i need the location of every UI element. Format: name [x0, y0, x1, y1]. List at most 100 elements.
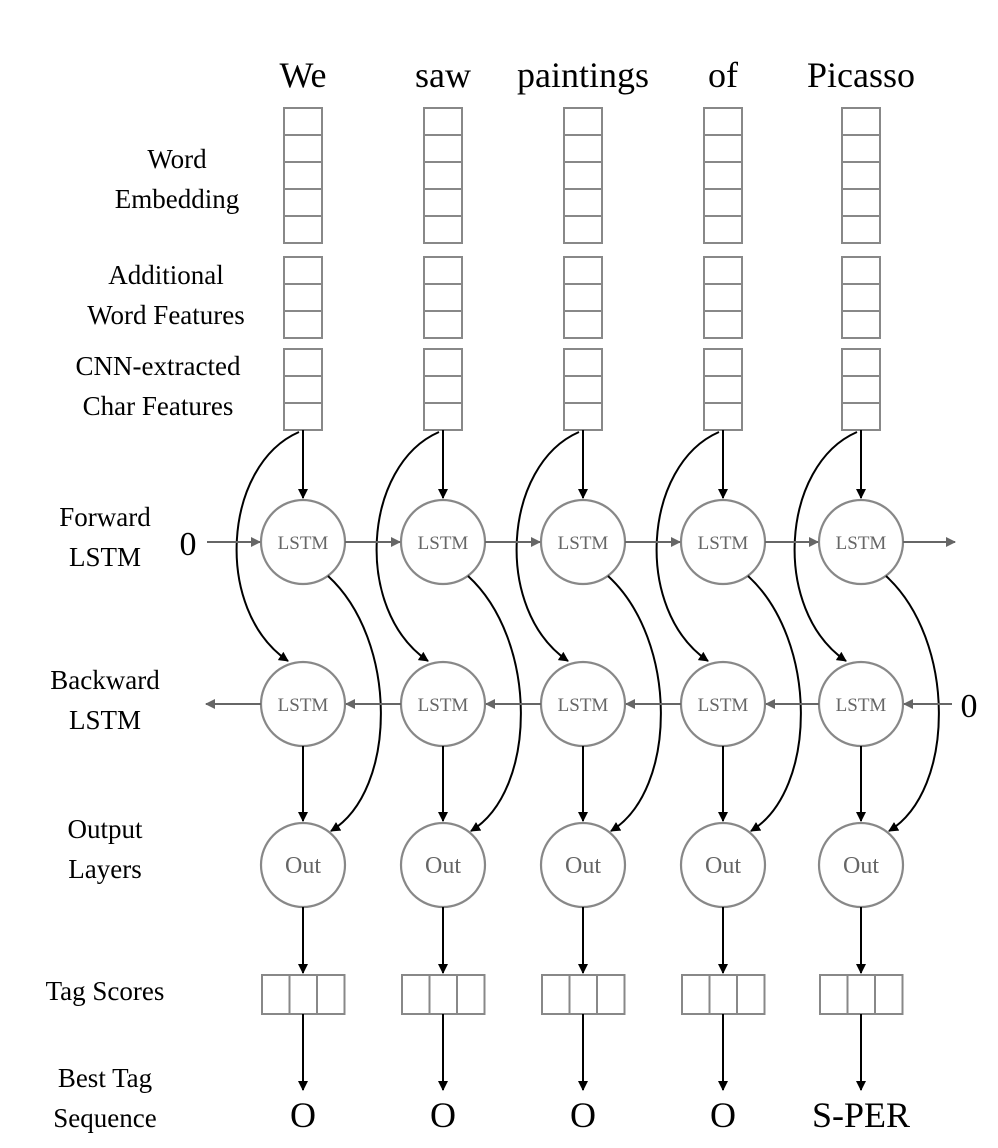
additional-feature-cell [703, 256, 743, 285]
forward-lstm-label: LSTM [278, 533, 329, 554]
additional-feature-cell [283, 310, 323, 339]
char-feature-cell [841, 375, 881, 404]
backward-lstm-label: LSTM [558, 695, 609, 716]
backward-lstm-label: LSTM [418, 695, 469, 716]
forward-to-out-arrow [607, 575, 662, 832]
word-embedding-cell [423, 161, 463, 190]
out-label: Out [425, 853, 461, 879]
forward-to-out-arrow [327, 575, 382, 832]
label-best-tag-2: Sequence [53, 1103, 156, 1133]
char-feature-cell [703, 348, 743, 377]
embed-to-backward-arrow [375, 431, 440, 662]
char-feature-cell [703, 375, 743, 404]
word-embedding-cell [283, 188, 323, 217]
char-feature-cell [283, 348, 323, 377]
best-tag: O [710, 1095, 736, 1135]
input-word: We [279, 55, 326, 95]
label-forward-lstm-1: Forward [59, 502, 151, 532]
label-char-features-1: CNN-extracted [76, 351, 241, 381]
word-embedding-cell [423, 188, 463, 217]
backward-lstm-label: LSTM [278, 695, 329, 716]
label-backward-lstm-2: LSTM [69, 705, 141, 735]
out-label: Out [843, 853, 879, 879]
word-embedding-cell [563, 161, 603, 190]
char-feature-cell [563, 348, 603, 377]
word-embedding-cell [841, 215, 881, 244]
tag-score-cell [541, 974, 571, 1015]
best-tag: O [430, 1095, 456, 1135]
label-additional-features-1: Additional [108, 260, 224, 290]
char-feature-cell [423, 402, 463, 431]
label-output-layers-1: Output [67, 814, 143, 844]
label-word-embedding-1: Word [147, 144, 207, 174]
label-word-embedding-2: Embedding [115, 184, 239, 214]
input-word: paintings [517, 55, 649, 95]
input-word: Picasso [807, 55, 915, 95]
tag-score-cell [874, 974, 904, 1015]
additional-feature-cell [563, 283, 603, 312]
best-tag: S-PER [812, 1095, 910, 1135]
out-label: Out [705, 853, 741, 879]
additional-feature-cell [841, 310, 881, 339]
forward-lstm-label: LSTM [836, 533, 887, 554]
word-embedding-cell [423, 215, 463, 244]
tag-score-cell [456, 974, 486, 1015]
additional-feature-cell [841, 283, 881, 312]
word-embedding-cell [703, 215, 743, 244]
input-word: saw [415, 55, 471, 95]
additional-feature-cell [563, 256, 603, 285]
word-embedding-cell [563, 215, 603, 244]
word-embedding-cell [841, 107, 881, 136]
label-forward-lstm-2: LSTM [69, 542, 141, 572]
embed-to-backward-arrow [793, 431, 858, 662]
word-embedding-cell [841, 188, 881, 217]
additional-feature-cell [703, 310, 743, 339]
word-embedding-cell [703, 134, 743, 163]
char-feature-cell [283, 375, 323, 404]
label-tag-scores: Tag Scores [46, 976, 165, 1006]
tag-score-cell [596, 974, 626, 1015]
embed-to-backward-arrow [515, 431, 580, 662]
additional-feature-cell [283, 283, 323, 312]
word-embedding-cell [283, 215, 323, 244]
forward-lstm-label: LSTM [418, 533, 469, 554]
char-feature-cell [423, 375, 463, 404]
embed-to-backward-arrow [235, 431, 300, 662]
tag-score-cell [568, 974, 598, 1015]
word-embedding-cell [283, 107, 323, 136]
word-embedding-cell [283, 134, 323, 163]
char-feature-cell [841, 348, 881, 377]
char-feature-cell [563, 375, 603, 404]
char-feature-cell [703, 402, 743, 431]
tag-score-cell [428, 974, 458, 1015]
additional-feature-cell [841, 256, 881, 285]
tag-score-cell [736, 974, 766, 1015]
word-embedding-cell [423, 107, 463, 136]
additional-feature-cell [563, 310, 603, 339]
tag-score-cell [681, 974, 711, 1015]
char-feature-cell [563, 402, 603, 431]
word-embedding-cell [563, 188, 603, 217]
forward-to-out-arrow [467, 575, 522, 832]
forward-lstm-label: LSTM [698, 533, 749, 554]
out-label: Out [285, 853, 321, 879]
word-embedding-cell [563, 107, 603, 136]
forward-initial-zero: 0 [180, 526, 197, 563]
char-feature-cell [423, 348, 463, 377]
row-labels: Word Embedding Additional Word Features … [46, 144, 245, 1133]
tag-score-cell [316, 974, 346, 1015]
backward-initial-zero: 0 [961, 688, 978, 725]
tag-score-cell [401, 974, 431, 1015]
word-embedding-cell [841, 161, 881, 190]
input-word: of [708, 55, 738, 95]
word-embedding-cell [423, 134, 463, 163]
word-embedding-cell [563, 134, 603, 163]
label-backward-lstm-1: Backward [50, 665, 160, 695]
tag-score-cell [288, 974, 318, 1015]
tag-score-cell [846, 974, 876, 1015]
